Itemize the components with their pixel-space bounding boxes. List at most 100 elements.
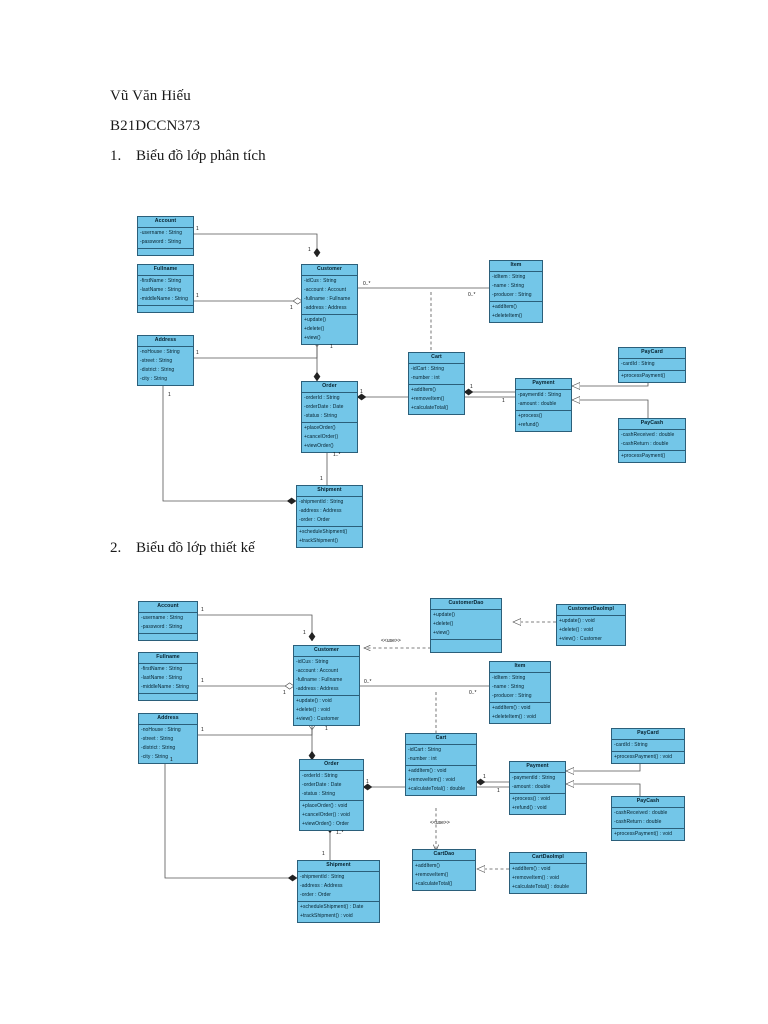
operations-compartment: +update() +delete() +view() xyxy=(431,610,501,640)
operation-row: +cancelOrder() : void xyxy=(302,811,350,818)
operation-row: +trackShipment() : void xyxy=(300,912,353,919)
attribute-row: -status : String xyxy=(304,412,338,419)
multiplicity-label: 1 xyxy=(497,788,500,794)
attribute-row: -street : String xyxy=(140,357,173,364)
operation-row: +process() : void xyxy=(512,795,550,802)
class-box-payment[interactable]: Payment -paymentId : String -amount : do… xyxy=(515,378,572,432)
class-box-account[interactable]: Account -username : String -password : S… xyxy=(137,216,194,256)
attribute-row: -orderId : String xyxy=(302,772,338,779)
class-name: Order xyxy=(300,760,363,771)
class-box-cart[interactable]: Cart -idCart : String -number : int +add… xyxy=(408,352,465,415)
attribute-row: -producer : String xyxy=(492,692,532,699)
class-name: Account xyxy=(139,602,197,613)
multiplicity-label: 1 xyxy=(360,389,363,395)
class-box-cartdao[interactable]: CartDao +addItem() +removeItem() +calcul… xyxy=(412,849,476,891)
class-name: Fullname xyxy=(139,653,197,664)
section-2-title: Biểu đồ lớp thiết kế xyxy=(136,540,255,556)
attributes-compartment: -noHouse : String -street : String -dist… xyxy=(139,725,197,763)
operations-compartment: +addItem() +deleteItem() xyxy=(490,302,542,322)
attributes-compartment: -idItem : String -name : String -produce… xyxy=(490,673,550,703)
class-name: Payment xyxy=(510,762,565,773)
operation-row: +delete() xyxy=(304,325,325,332)
class-box-customer-design[interactable]: Customer -idCus : String -account : Acco… xyxy=(293,645,360,726)
operation-row: +viewOrder() xyxy=(304,442,334,449)
attributes-compartment: -paymentId : String -amount : double xyxy=(516,390,571,411)
class-box-cartdaoimpl[interactable]: CartDaoImpl +addItem() : void +removeIte… xyxy=(509,852,587,894)
operation-row: +view() xyxy=(304,334,321,341)
spacer-compartment xyxy=(431,640,501,652)
class-box-payment-design[interactable]: Payment -paymentId : String -amount : do… xyxy=(509,761,566,815)
class-box-paycard-design[interactable]: PayCard -cardId : String +processPayment… xyxy=(611,728,685,764)
class-box-fullname-design[interactable]: Fullname -firstName : String -lastName :… xyxy=(138,652,198,701)
operations-compartment: +addItem() : void +removeItem() : void +… xyxy=(406,766,476,795)
class-box-item-design[interactable]: Item -idItem : String -name : String -pr… xyxy=(489,661,551,724)
class-name: PayCash xyxy=(612,797,684,808)
class-name: Address xyxy=(138,336,193,347)
operation-row: +removeItem() xyxy=(411,395,445,402)
class-box-customerdaoimpl[interactable]: CustomerDaoImpl +update() : void +delete… xyxy=(556,604,626,646)
attribute-row: -username : String xyxy=(141,614,184,621)
attribute-row: -city : String xyxy=(140,375,168,382)
class-box-cart-design[interactable]: Cart -idCart : String -number : int +add… xyxy=(405,733,477,796)
class-box-address-design[interactable]: Address -noHouse : String -street : Stri… xyxy=(138,713,198,764)
attribute-row: -city : String xyxy=(141,753,169,760)
attribute-row: -account : Account xyxy=(296,667,339,674)
multiplicity-label: 1 xyxy=(196,226,199,232)
attribute-row: -idCus : String xyxy=(296,658,329,665)
class-box-customer[interactable]: Customer -idCus : String -account : Acco… xyxy=(301,264,358,345)
attributes-compartment: -cardId : String xyxy=(612,740,684,752)
attributes-compartment: -idCus : String -account : Account -full… xyxy=(302,276,357,315)
attribute-row: -firstName : String xyxy=(140,277,182,284)
operation-row: +delete() xyxy=(433,620,454,627)
operation-row: +calculateTotal() xyxy=(415,880,453,887)
attribute-row: -idCart : String xyxy=(411,365,445,372)
multiplicity-label: 1 xyxy=(290,305,293,311)
class-box-fullname[interactable]: Fullname -firstName : String -lastName :… xyxy=(137,264,194,313)
class-name: Address xyxy=(139,714,197,725)
class-box-paycash[interactable]: PayCash -cashReceived : double -cashRetu… xyxy=(618,418,686,463)
operation-row: +delete() : void xyxy=(559,626,594,633)
class-box-paycash-design[interactable]: PayCash -cashReceived : double -cashRetu… xyxy=(611,796,685,841)
section-1-title: Biểu đồ lớp phân tích xyxy=(136,148,266,164)
class-name: Order xyxy=(302,382,357,393)
class-box-shipment[interactable]: Shipment -shipmentId : String -address :… xyxy=(296,485,363,548)
section-2-heading: 2.Biểu đồ lớp thiết kế xyxy=(110,540,670,561)
class-box-paycard[interactable]: PayCard -cardId : String +processPayment… xyxy=(618,347,686,383)
stereotype-use-cart: <<use>> xyxy=(430,820,450,826)
attribute-row: -idItem : String xyxy=(492,674,526,681)
operation-row: +addItem() xyxy=(492,303,517,310)
class-box-order-design[interactable]: Order -orderId : String -orderDate : Dat… xyxy=(299,759,364,831)
operation-row: +placeOrder() : void xyxy=(302,802,348,809)
operations-compartment: +placeOrder() +cancelOrder() +viewOrder(… xyxy=(302,423,357,452)
attributes-compartment: -username : String -password : String xyxy=(138,228,193,249)
operation-row: +deleteItem() xyxy=(492,312,523,319)
operation-row: +view() : Customer xyxy=(296,715,339,722)
class-box-order[interactable]: Order -orderId : String -orderDate : Dat… xyxy=(301,381,358,453)
class-box-shipment-design[interactable]: Shipment -shipmentId : String -address :… xyxy=(297,860,380,923)
class-box-customerdao[interactable]: CustomerDao +update() +delete() +view() xyxy=(430,598,502,653)
operation-row: +addItem() xyxy=(411,386,436,393)
operation-row: +deleteItem() : void xyxy=(492,713,536,720)
attributes-compartment: -cashReceived : double -cashReturn : dou… xyxy=(619,430,685,451)
multiplicity-label: 1..* xyxy=(336,830,344,836)
class-box-address[interactable]: Address -noHouse : String -street : Stri… xyxy=(137,335,194,386)
attribute-row: -address : Address xyxy=(296,685,339,692)
operation-row: +view() : Customer xyxy=(559,635,602,642)
attribute-row: -name : String xyxy=(492,282,525,289)
operations-compartment: +processPayment() : void xyxy=(612,829,684,840)
attribute-row: -cashReceived : double xyxy=(621,431,675,438)
class-box-account-design[interactable]: Account -username : String -password : S… xyxy=(138,601,198,641)
attribute-row: -idCart : String xyxy=(408,746,442,753)
attribute-row: -order : Order xyxy=(299,516,330,523)
multiplicity-label: 1 xyxy=(303,630,306,636)
operation-row: +removeItem() xyxy=(415,871,449,878)
section-1-number: 1. xyxy=(110,148,122,164)
operation-row: +processPayment() : void xyxy=(614,830,673,837)
attributes-compartment: -idCart : String -number : int xyxy=(406,745,476,766)
class-box-item[interactable]: Item -idItem : String -name : String -pr… xyxy=(489,260,543,323)
attributes-compartment: -orderId : String -orderDate : Date -sta… xyxy=(302,393,357,423)
stereotype-use-customer: <<use>> xyxy=(381,638,401,644)
class-name: CartDao xyxy=(413,850,475,861)
operations-compartment: +processPayment() xyxy=(619,451,685,462)
attribute-row: -address : Address xyxy=(300,882,343,889)
